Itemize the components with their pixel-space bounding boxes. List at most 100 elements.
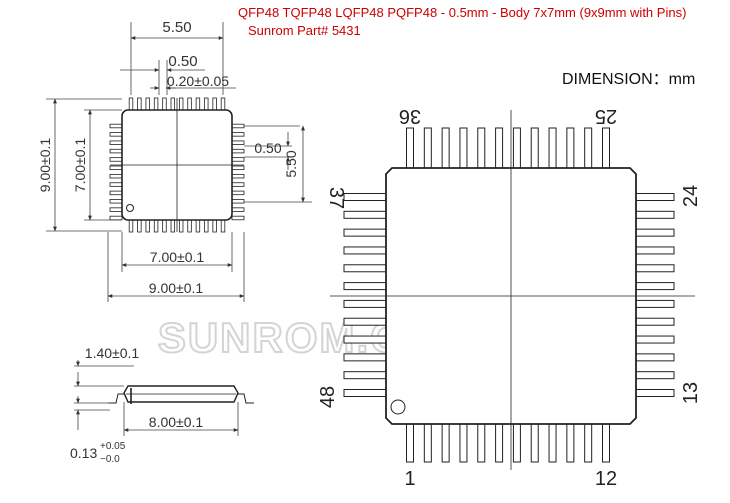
small-pin-top	[204, 97, 209, 111]
small-pin-right	[231, 173, 245, 179]
large-pin-left	[343, 389, 389, 397]
large-pin-left	[343, 317, 389, 326]
small-pin-top	[220, 97, 226, 111]
side-view-labels: 1.40±0.1 8.00±0.1 0.13 +0.05 −0.0	[70, 345, 203, 465]
dim-total-left: 9.00±0.1	[37, 138, 53, 193]
large-pin-left	[343, 299, 389, 308]
small-pin-left	[109, 207, 123, 212]
large-pin-left	[343, 353, 389, 362]
small-pin-right	[231, 199, 245, 204]
large-pin-top	[566, 127, 575, 171]
dim-span-right: 5.50	[283, 150, 299, 177]
large-pin-right	[633, 353, 675, 362]
small-pin-top	[178, 97, 184, 111]
small-pin-top	[187, 97, 192, 111]
side-lead-left	[108, 393, 124, 404]
small-pin-left	[109, 165, 123, 171]
small-pin-bottom	[145, 219, 150, 233]
large-pin-right	[633, 389, 675, 397]
large-pin-top	[423, 127, 432, 171]
small-pin-top	[195, 97, 201, 111]
small-pin-left	[109, 157, 123, 162]
large-pin-bottom	[566, 421, 575, 463]
large-pin-bottom	[406, 421, 414, 463]
small-pin-right	[231, 132, 245, 137]
large-pin-right	[633, 282, 675, 291]
small-pin-left	[109, 140, 123, 145]
pin-label-36: 36	[399, 105, 421, 127]
side-view	[108, 385, 254, 404]
pin-label-25: 25	[595, 105, 617, 127]
small-pin-bottom	[153, 219, 159, 233]
small-pin-top	[162, 97, 167, 111]
pin-label-37: 37	[325, 187, 347, 209]
large-pin-top	[548, 127, 557, 171]
large-pin-top	[530, 127, 539, 171]
large-pin-group	[343, 127, 675, 463]
large-pin-right	[633, 317, 675, 326]
large-pin-left	[343, 210, 389, 219]
small-pin1-marker	[126, 204, 134, 212]
large-pin-left	[343, 246, 389, 255]
large-pin-top	[477, 127, 486, 171]
large-pin-bottom	[602, 421, 610, 463]
large-pin-right	[633, 193, 675, 201]
large-pin-top	[459, 127, 468, 171]
large-pin-right	[633, 371, 675, 380]
side-lead-right	[238, 393, 254, 404]
dim-height: 1.40±0.1	[85, 345, 140, 361]
small-pin-top	[212, 97, 217, 111]
large-pin-top	[441, 127, 450, 171]
pin-label-12: 12	[595, 468, 617, 490]
large-pin-right	[633, 228, 675, 237]
small-pin-right	[231, 148, 245, 154]
small-pin-bottom	[178, 219, 184, 233]
small-pin-top	[137, 97, 142, 111]
large-pin-top	[512, 127, 521, 171]
large-view-pin-labels: 36 25 37 24 48 13 1 12	[317, 105, 702, 490]
large-pin-bottom	[423, 421, 432, 463]
large-pin-right	[633, 246, 675, 255]
large-pin-right	[633, 210, 675, 219]
large-pin1-marker	[390, 399, 406, 415]
large-pin-top	[495, 127, 504, 171]
small-pin-right	[231, 190, 245, 196]
large-pin-left	[343, 228, 389, 237]
pin-label-1: 1	[404, 468, 415, 490]
small-pin-bottom	[195, 219, 201, 233]
small-pin-top	[153, 97, 159, 111]
large-pin-left	[343, 282, 389, 291]
pin-label-13: 13	[680, 382, 702, 404]
small-pin-bottom	[137, 219, 142, 233]
small-pin-right	[231, 140, 245, 145]
large-pin-bottom	[495, 421, 504, 463]
small-pin-left	[109, 199, 123, 204]
dim-pitch: 0.50	[168, 53, 197, 70]
large-pin-bottom	[441, 421, 450, 463]
large-pin-bottom	[530, 421, 539, 463]
small-pin-left	[109, 132, 123, 137]
large-pin-top	[584, 127, 593, 171]
dim-standoff-plus: +0.05	[100, 441, 126, 452]
small-pin-bottom	[212, 219, 217, 233]
pin-label-24: 24	[680, 185, 702, 207]
large-pin-left	[343, 193, 389, 201]
large-pin-bottom	[548, 421, 557, 463]
small-pin-bottom	[220, 219, 226, 233]
side-body	[123, 385, 239, 403]
small-pin-left	[109, 182, 123, 187]
small-pin-bottom	[128, 219, 134, 233]
small-pin-left	[109, 215, 123, 221]
part-number: Sunrom Part# 5431	[248, 23, 361, 38]
large-pin-left	[343, 335, 389, 344]
small-pin-bottom	[170, 219, 176, 233]
small-pin-bottom	[204, 219, 209, 233]
dim-standoff-minus: −0.0	[100, 454, 120, 465]
dim-body-bottom: 7.00±0.1	[150, 249, 205, 265]
small-pin-left	[109, 148, 123, 154]
diagram-title: QFP48 TQFP48 LQFP48 PQFP48 - 0.5mm - Bod…	[238, 5, 687, 20]
large-pin-left	[343, 371, 389, 380]
small-pin-bottom	[162, 219, 167, 233]
small-pin-top	[145, 97, 150, 111]
